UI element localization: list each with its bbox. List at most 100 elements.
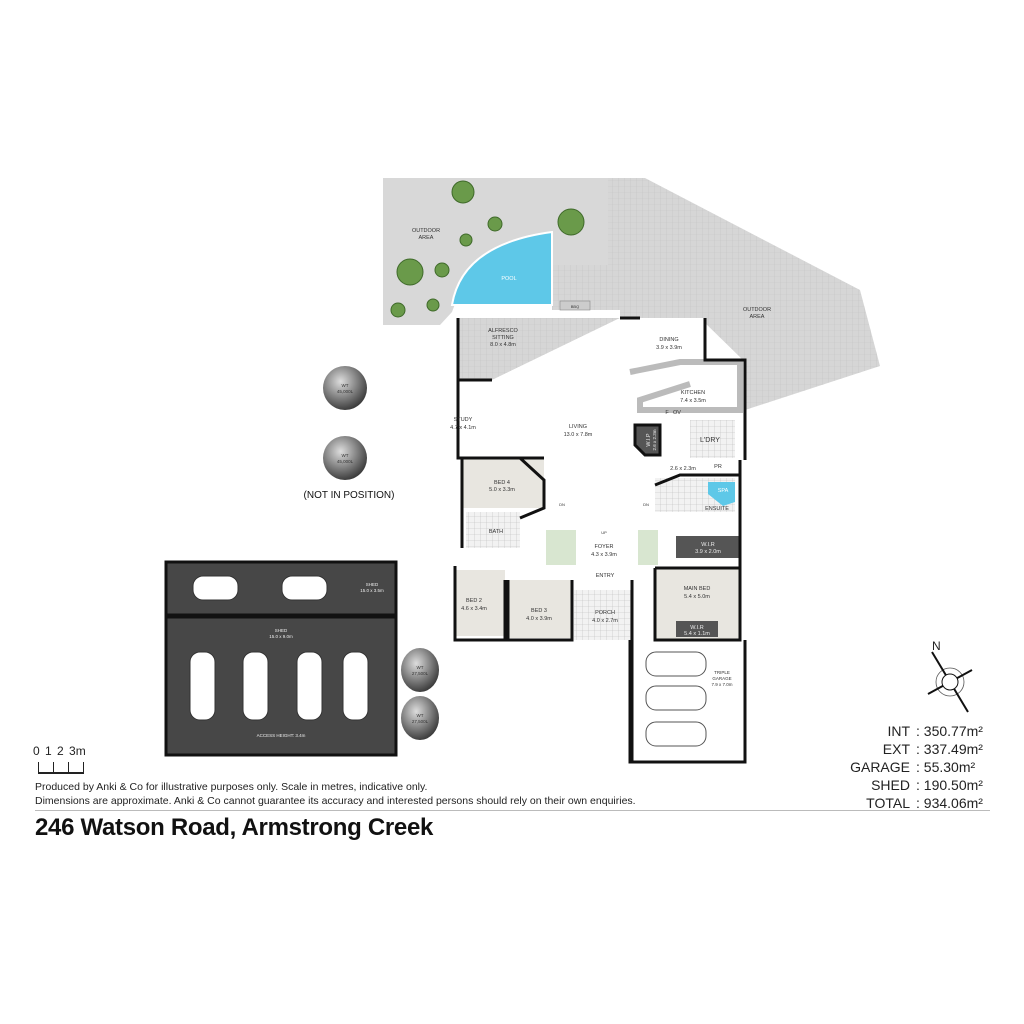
stairs-down-label: DN bbox=[559, 502, 565, 507]
compass-north: N bbox=[932, 639, 941, 653]
bed4-size: 5.0 x 3.3m bbox=[489, 487, 515, 493]
area-row: EXT : 337.49m² bbox=[850, 740, 996, 758]
area-row: GARAGE : 55.30m² bbox=[850, 758, 996, 776]
water-tank-1 bbox=[323, 366, 367, 410]
room-labels: OUTDOOR AREA POOL OUTDOOR AREA BBQ ALFRE… bbox=[257, 228, 771, 738]
area-value: : 55.30m² bbox=[916, 759, 976, 775]
water-tank-4 bbox=[401, 696, 439, 740]
house-interior bbox=[455, 318, 745, 640]
access-height-label: ACCESS HEIGHT: 3.4m bbox=[257, 733, 306, 738]
disclaimer: Produced by Anki & Co for illustrative p… bbox=[35, 780, 636, 808]
scale-label: 0 1 2 3m bbox=[33, 744, 86, 758]
oven-label: OV bbox=[673, 410, 681, 416]
area-key: INT bbox=[887, 723, 910, 739]
stairs-down-label: DN bbox=[643, 502, 649, 507]
shed-large-size: 15.0 x 9.0m bbox=[269, 634, 293, 639]
dining-size: 3.9 x 3.9m bbox=[656, 345, 682, 351]
area-summary: INT : 350.77m² EXT : 337.49m² GARAGE : 55.3… bbox=[850, 722, 996, 812]
outdoor-area-left bbox=[383, 178, 608, 325]
bed3-size: 4.0 x 3.9m bbox=[526, 616, 552, 622]
garage-label: GARAGE bbox=[712, 676, 731, 681]
pool-label: POOL bbox=[501, 276, 516, 282]
spa-label: SPA bbox=[718, 488, 729, 494]
alfresco-label: SITTING bbox=[492, 335, 514, 341]
shed-cars bbox=[189, 575, 369, 721]
area-key: TOTAL bbox=[866, 795, 910, 811]
divider bbox=[35, 810, 990, 811]
tank-capacity: 27,500L bbox=[412, 719, 429, 724]
main-bed-label: MAIN BED bbox=[684, 586, 711, 592]
area-value: : 934.06m² bbox=[916, 795, 983, 811]
area-row: INT : 350.77m² bbox=[850, 722, 996, 740]
disclaimer-line: Produced by Anki & Co for illustrative p… bbox=[35, 781, 428, 793]
tank-label: WT bbox=[342, 383, 349, 388]
shed-small-label: SHED bbox=[366, 582, 379, 587]
bed3-label: BED 3 bbox=[531, 608, 547, 614]
area-value: : 350.77m² bbox=[916, 723, 983, 739]
trees bbox=[390, 180, 585, 318]
garage-size: 7.9 x 7.0m bbox=[711, 682, 732, 687]
study-size: 4.7 x 4.1m bbox=[450, 425, 476, 431]
property-address-title: 246 Watson Road, Armstrong Creek bbox=[35, 814, 434, 841]
pool bbox=[450, 230, 553, 306]
area-value: : 190.50m² bbox=[916, 777, 983, 793]
porch-label: PORCH bbox=[595, 610, 615, 616]
water-tank-2 bbox=[323, 436, 367, 480]
bbq-label: BBQ bbox=[571, 304, 579, 309]
alfresco-label: ALFRESCO bbox=[488, 328, 518, 334]
not-in-position-note: (NOT IN POSITION) bbox=[304, 490, 395, 501]
wip-size: 2.6 x 2.3m bbox=[652, 429, 657, 450]
wir-label: W.I.R bbox=[690, 625, 703, 631]
ensuite-label: ENSUITE bbox=[705, 506, 729, 512]
alfresco-size: 8.0 x 4.8m bbox=[490, 342, 516, 348]
foyer-size: 4.3 x 3.9m bbox=[591, 552, 617, 558]
wir-label: W.I.R bbox=[701, 542, 714, 548]
outdoor-right-label: AREA bbox=[750, 314, 765, 320]
bed2-label: BED 2 bbox=[466, 598, 482, 604]
study-label: STUDY bbox=[454, 417, 473, 423]
main-bed-size: 5.4 x 5.0m bbox=[684, 594, 710, 600]
living-size: 13.0 x 7.8m bbox=[564, 432, 593, 438]
tank-label: WT bbox=[417, 713, 424, 718]
living-label: LIVING bbox=[569, 424, 587, 430]
disclaimer-line: Dimensions are approximate. Anki & Co ca… bbox=[35, 795, 636, 807]
tank-capacity: 45,000L bbox=[337, 459, 354, 464]
spa bbox=[708, 482, 735, 506]
tank-capacity: 27,500L bbox=[412, 671, 429, 676]
garage-cars bbox=[645, 651, 707, 747]
outdoor-area-right bbox=[552, 178, 880, 410]
shed-small-size: 15.0 x 3.5m bbox=[360, 588, 384, 593]
shed-large-label: SHED bbox=[275, 628, 288, 633]
outdoor-right-label: OUTDOOR bbox=[743, 307, 771, 313]
hall-size: 2.6 x 2.3m bbox=[670, 466, 696, 472]
area-key: SHED bbox=[871, 777, 910, 793]
compass-icon bbox=[927, 651, 973, 713]
water-tank-3 bbox=[401, 648, 439, 692]
wir-size: 3.9 x 2.0m bbox=[695, 549, 721, 555]
dining-label: DINING bbox=[659, 337, 678, 343]
outdoor-left-label: OUTDOOR bbox=[412, 228, 440, 234]
area-value: : 337.49m² bbox=[916, 741, 983, 757]
entry-label: ENTRY bbox=[596, 573, 615, 579]
tank-label: WT bbox=[342, 453, 349, 458]
bed4-label: BED 4 bbox=[494, 480, 510, 486]
kitchen-label: KITCHEN bbox=[681, 390, 705, 396]
area-key: EXT bbox=[882, 741, 910, 757]
area-key: GARAGE bbox=[850, 759, 910, 775]
wir-size: 5.4 x 1.1m bbox=[684, 631, 710, 637]
tank-label: WT bbox=[417, 665, 424, 670]
stairs-up-label: UP bbox=[601, 530, 607, 535]
laundry-label: L'DRY bbox=[700, 437, 720, 444]
alfresco bbox=[458, 318, 620, 380]
area-row: TOTAL : 934.06m² bbox=[850, 794, 996, 812]
foyer-label: FOYER bbox=[595, 544, 614, 550]
area-row: SHED : 190.50m² bbox=[850, 776, 996, 794]
tank-capacity: 45,000L bbox=[337, 389, 354, 394]
garage-label: TRIPLE bbox=[714, 670, 730, 675]
fridge-label: F bbox=[665, 410, 669, 416]
bed2-size: 4.6 x 3.4m bbox=[461, 606, 487, 612]
porch-size: 4.0 x 2.7m bbox=[592, 618, 618, 624]
kitchen-size: 7.4 x 3.5m bbox=[680, 398, 706, 404]
outdoor-left-label: AREA bbox=[419, 235, 434, 241]
